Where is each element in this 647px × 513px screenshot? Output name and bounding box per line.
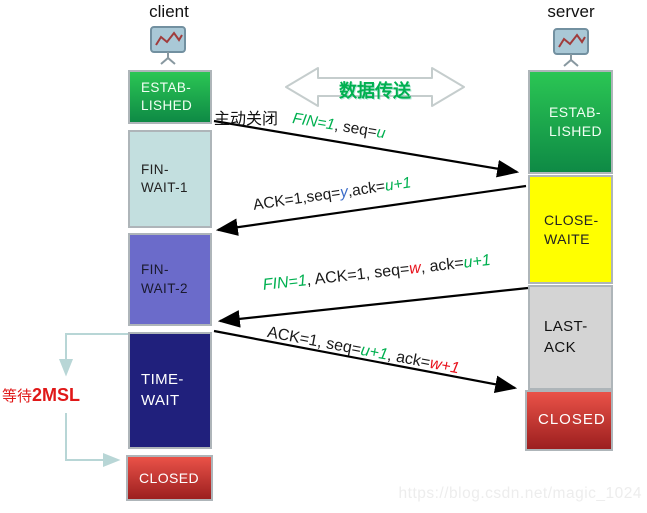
server-state-last-ack: LAST- ACK bbox=[528, 285, 613, 390]
wait-2msl-label: 等待2MSL bbox=[2, 385, 80, 406]
client-computer-icon bbox=[150, 26, 186, 65]
wait-2msl-prefix: 等待 bbox=[2, 388, 33, 405]
server-title: server bbox=[547, 2, 595, 21]
client-state-time-wait: TIME- WAIT bbox=[128, 332, 212, 449]
wait-2msl-value: 2MSL bbox=[32, 385, 81, 405]
fin-arrow bbox=[213, 119, 520, 178]
server-state-close-wait: CLOSE- WAITE bbox=[528, 175, 613, 284]
client-state-fin-wait-1: FIN- WAIT-1 bbox=[128, 130, 212, 228]
last-ack-arrow bbox=[213, 329, 518, 393]
wait-bracket-lower bbox=[65, 413, 121, 467]
client-state-fin-wait-2: FIN- WAIT-2 bbox=[128, 233, 212, 326]
watermark: https://blog.csdn.net/magic_1024 bbox=[398, 485, 642, 502]
client-state-established: ESTAB- LISHED bbox=[128, 70, 212, 124]
wait-bracket-upper bbox=[59, 333, 128, 377]
server-state-closed: CLOSED bbox=[525, 390, 613, 451]
server-computer-icon bbox=[553, 28, 589, 67]
data-transfer-double-arrow bbox=[285, 67, 465, 107]
client-title: client bbox=[149, 2, 189, 21]
active-close-label: 主动关闭 bbox=[214, 111, 279, 128]
data-transfer-label: 数据传送 bbox=[339, 81, 411, 101]
ack-arrow bbox=[215, 184, 527, 236]
server-state-established: ESTAB- LISHED bbox=[528, 70, 613, 174]
fin-ack-arrow bbox=[217, 286, 529, 328]
client-state-closed: CLOSED bbox=[126, 455, 213, 501]
